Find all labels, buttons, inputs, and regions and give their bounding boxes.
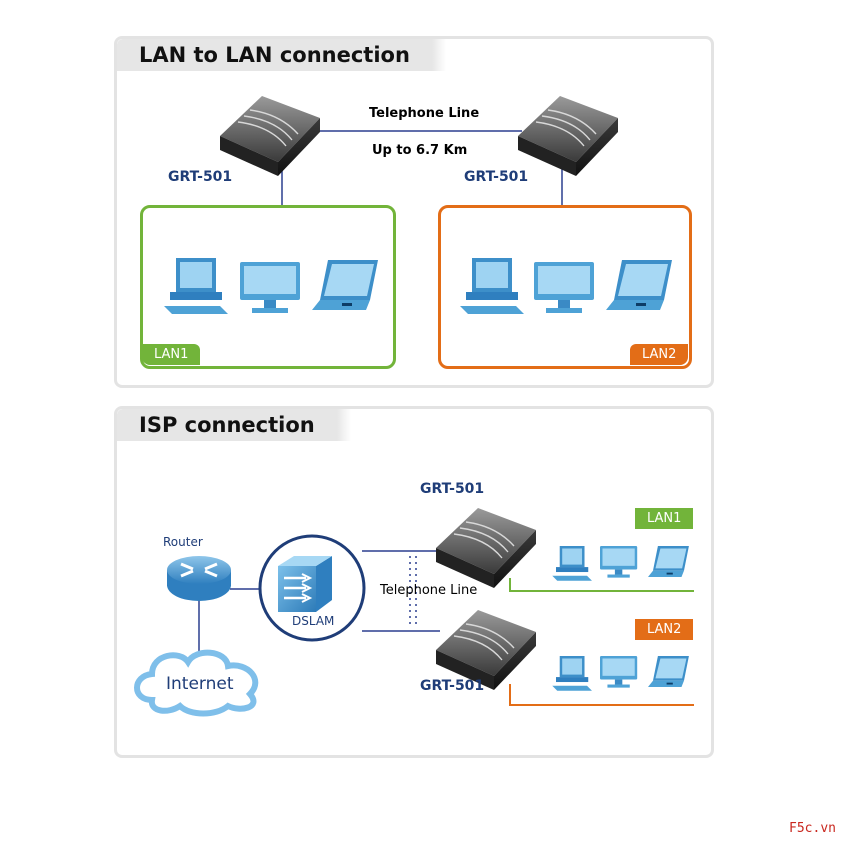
imac-computer-icon — [534, 262, 594, 313]
telephone-line-label: Telephone Line — [380, 583, 478, 598]
desktop-computer-icon — [552, 546, 592, 581]
device-label-left: GRT-501 — [168, 169, 233, 185]
lan-to-lan-panel: LAN to LAN connection — [114, 36, 714, 388]
laptop-computer-icon — [606, 260, 672, 310]
router-icon — [167, 556, 231, 601]
desktop-computer-icon — [552, 656, 592, 691]
internet-label: Internet — [166, 674, 234, 694]
internet-cloud-icon — [134, 649, 259, 717]
laptop-computer-icon — [648, 546, 689, 577]
desktop-computer-icon — [164, 258, 228, 314]
imac-computer-icon — [240, 262, 300, 313]
gateway-device-top — [435, 507, 537, 589]
panel-title: LAN to LAN connection — [117, 39, 446, 71]
lan1-tag: LAN1 — [142, 344, 201, 365]
lan2-line — [509, 684, 694, 706]
lan2-tag: LAN2 — [630, 344, 689, 365]
lan2-tag: LAN2 — [635, 619, 694, 640]
device-label-top: GRT-501 — [420, 481, 485, 497]
device-label-bottom: GRT-501 — [420, 678, 485, 694]
lan1-tag: LAN1 — [635, 508, 694, 529]
watermark: F5c.vn — [789, 821, 836, 836]
lan1-box — [140, 205, 396, 369]
lan2-box — [438, 205, 692, 369]
desktop-computer-icon — [460, 258, 524, 314]
device-label-right: GRT-501 — [464, 169, 529, 185]
gateway-device-right — [517, 95, 619, 177]
distance-label: Up to 6.7 Km — [372, 143, 468, 158]
lan1-line — [509, 578, 694, 592]
dslam-label: DSLAM — [292, 614, 335, 628]
imac-computer-icon — [600, 656, 638, 688]
gateway-device-left — [219, 95, 321, 177]
imac-computer-icon — [600, 546, 638, 578]
router-label: Router — [163, 535, 203, 549]
laptop-computer-icon — [648, 656, 689, 687]
dslam-icon — [278, 556, 332, 612]
panel-title: ISP connection — [117, 409, 351, 441]
laptop-computer-icon — [312, 260, 378, 310]
telephone-line-label: Telephone Line — [369, 106, 480, 121]
